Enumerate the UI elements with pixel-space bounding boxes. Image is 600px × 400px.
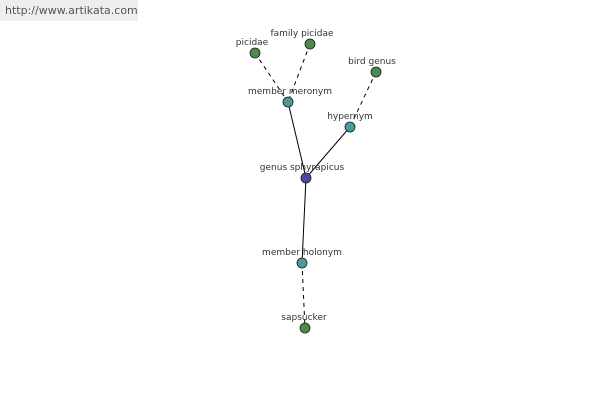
node-dot-family-picidae[interactable] [304, 38, 316, 50]
edge-bird-genus-hypernym [349, 71, 377, 128]
node-genus-sphyrapicus[interactable]: genus sphyrapicus [260, 163, 345, 184]
edge-family-picidae-member-meronym [287, 43, 311, 103]
node-dot-bird-genus[interactable] [370, 66, 382, 78]
edges-layer [254, 43, 377, 329]
node-label-member-meronym: member meronym [248, 87, 332, 97]
node-label-picidae: picidae [236, 38, 269, 48]
node-member-holonym[interactable]: member holonym [262, 248, 342, 269]
node-dot-member-meronym[interactable] [282, 96, 294, 108]
node-dot-sapsucker[interactable] [299, 322, 311, 334]
node-label-genus-sphyrapicus: genus sphyrapicus [260, 163, 345, 173]
node-label-member-holonym: member holonym [262, 248, 342, 258]
node-hypernym[interactable]: hypernym [327, 112, 373, 133]
edge-member-meronym-genus-sphyrapicus [287, 101, 307, 179]
node-dot-member-holonym[interactable] [296, 257, 308, 269]
node-dot-genus-sphyrapicus[interactable] [300, 172, 312, 184]
node-family-picidae[interactable]: family picidae [270, 29, 334, 50]
edge-member-holonym-sapsucker [301, 262, 306, 329]
edge-hypernym-genus-sphyrapicus [305, 126, 351, 179]
node-picidae[interactable]: picidae [236, 38, 269, 59]
node-dot-picidae[interactable] [249, 47, 261, 59]
node-dot-hypernym[interactable] [344, 121, 356, 133]
edge-picidae-member-meronym [254, 52, 289, 103]
node-bird-genus[interactable]: bird genus [348, 57, 396, 78]
node-sapsucker[interactable]: sapsucker [281, 313, 327, 334]
edge-genus-sphyrapicus-member-holonym [301, 177, 307, 264]
node-label-sapsucker: sapsucker [281, 313, 327, 323]
node-label-hypernym: hypernym [327, 112, 373, 122]
node-member-meronym[interactable]: member meronym [248, 87, 332, 108]
node-label-family-picidae: family picidae [270, 29, 334, 39]
node-label-bird-genus: bird genus [348, 57, 396, 67]
url-banner[interactable]: http://www.artikata.com [0, 0, 138, 21]
